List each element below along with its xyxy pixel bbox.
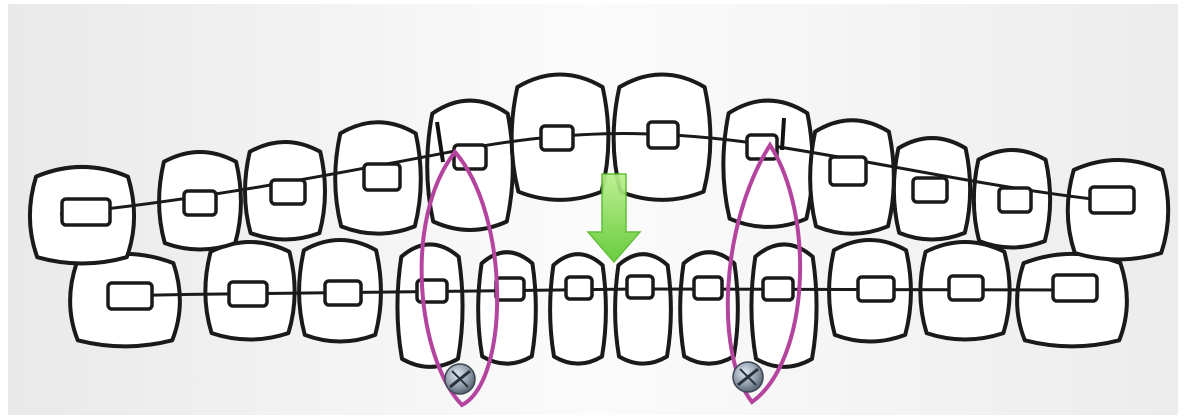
upper-bracket [999,188,1031,212]
lower-bracket [229,282,267,306]
lower-bracket [325,281,361,305]
lower-bracket [627,276,653,298]
lower-tooth [397,244,462,366]
right-screw-icon [733,362,763,392]
upper-bracket [184,191,216,215]
lower-bracket [566,277,592,299]
upper-bracket [62,199,110,225]
left-screw-icon [445,364,475,394]
lower-bracket [1053,275,1097,301]
right-hook-marker [782,118,784,150]
lower-tooth [550,254,606,363]
lower-bracket [949,276,983,300]
upper-bracket [271,180,305,204]
lower-bracket [108,283,152,309]
upper-bracket [541,126,573,150]
upper-bracket [913,178,947,202]
upper-bracket [364,164,400,190]
lower-tooth [615,254,671,363]
upper-bracket [830,157,866,185]
upper-bracket [648,122,678,148]
upper-bracket [1090,187,1134,213]
lower-bracket [763,278,793,300]
lower-bracket [694,277,722,299]
lower-bracket [858,277,894,301]
lower-tooth [478,252,536,363]
lower-tooth [751,244,816,366]
lower-bracket [496,278,524,300]
upper-tooth [723,101,812,227]
